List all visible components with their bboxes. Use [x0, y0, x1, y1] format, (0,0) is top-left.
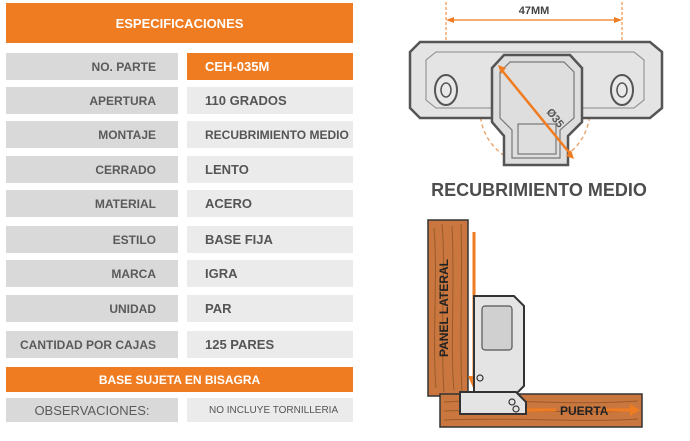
value-estilo: BASE FIJA: [187, 226, 353, 253]
label-montaje: MONTAJE: [6, 121, 178, 148]
label-apertura: APERTURA: [6, 87, 178, 114]
hinge-cup-inner: [499, 61, 575, 159]
value-material: ACERO: [187, 190, 353, 217]
value-unidad: PAR: [187, 295, 353, 322]
hinge-arm-slot: [517, 123, 557, 155]
screw-hole-right: [610, 74, 634, 106]
screw-hole-left: [434, 74, 458, 106]
installation-side-diagram: PANEL LATERAL PUERTA: [427, 219, 643, 428]
hinge-arm-cover: [481, 305, 513, 351]
base-sujeta-banner: BASE SUJETA EN BISAGRA: [6, 367, 353, 392]
diameter-arrow-top: [498, 65, 506, 74]
diameter-arrow-bottom: [566, 150, 574, 159]
label-observaciones: OBSERVACIONES:: [6, 398, 178, 422]
door-arrow-right-head: [630, 404, 640, 416]
spec-header: ESPECIFICACIONES: [6, 3, 353, 43]
screw-hole-right-inner: [616, 82, 628, 98]
value-marca: IGRA: [187, 260, 353, 287]
side-panel-grain: [433, 223, 463, 393]
label-no-parte: NO. PARTE: [6, 53, 178, 80]
value-montaje: RECUBRIMIENTO MEDIO: [187, 121, 353, 148]
hinge-pin-top: [476, 374, 484, 382]
base-plate-inner: [425, 51, 645, 109]
hinge-cup-side: [459, 391, 527, 415]
diameter-line: [499, 67, 573, 157]
screw-hole-left-inner: [440, 82, 452, 98]
label-estilo: ESTILO: [6, 226, 178, 253]
dimension-arrow-left: [446, 17, 454, 23]
mounting-type-title: RECUBRIMIENTO MEDIO: [431, 180, 647, 200]
label-unidad: UNIDAD: [6, 295, 178, 322]
door-label: PUERTA: [560, 404, 609, 418]
value-observaciones: NO INCLUYE TORNILLERIA: [187, 398, 353, 422]
hinge-top-view-diagram: 47MM Ø35: [408, 2, 664, 167]
hinge-pin-right: [508, 398, 516, 406]
value-apertura: 110 GRADOS: [187, 87, 353, 114]
hinge-cup-body: [490, 53, 584, 167]
value-cantidad-por-cajas: 125 PARES: [187, 331, 353, 358]
label-marca: MARCA: [6, 260, 178, 287]
label-cerrado: CERRADO: [6, 156, 178, 183]
label-material: MATERIAL: [6, 190, 178, 217]
value-cerrado: LENTO: [187, 156, 353, 183]
side-panel-label: PANEL LATERAL: [437, 259, 451, 357]
hinge-pin-bottom: [512, 405, 520, 413]
value-no-parte: CEH-035M: [187, 53, 353, 80]
label-cantidad-por-cajas: CANTIDAD POR CAJAS: [6, 331, 178, 358]
dimension-label: 47MM: [519, 5, 550, 17]
dimension-arrow-right: [614, 17, 622, 23]
